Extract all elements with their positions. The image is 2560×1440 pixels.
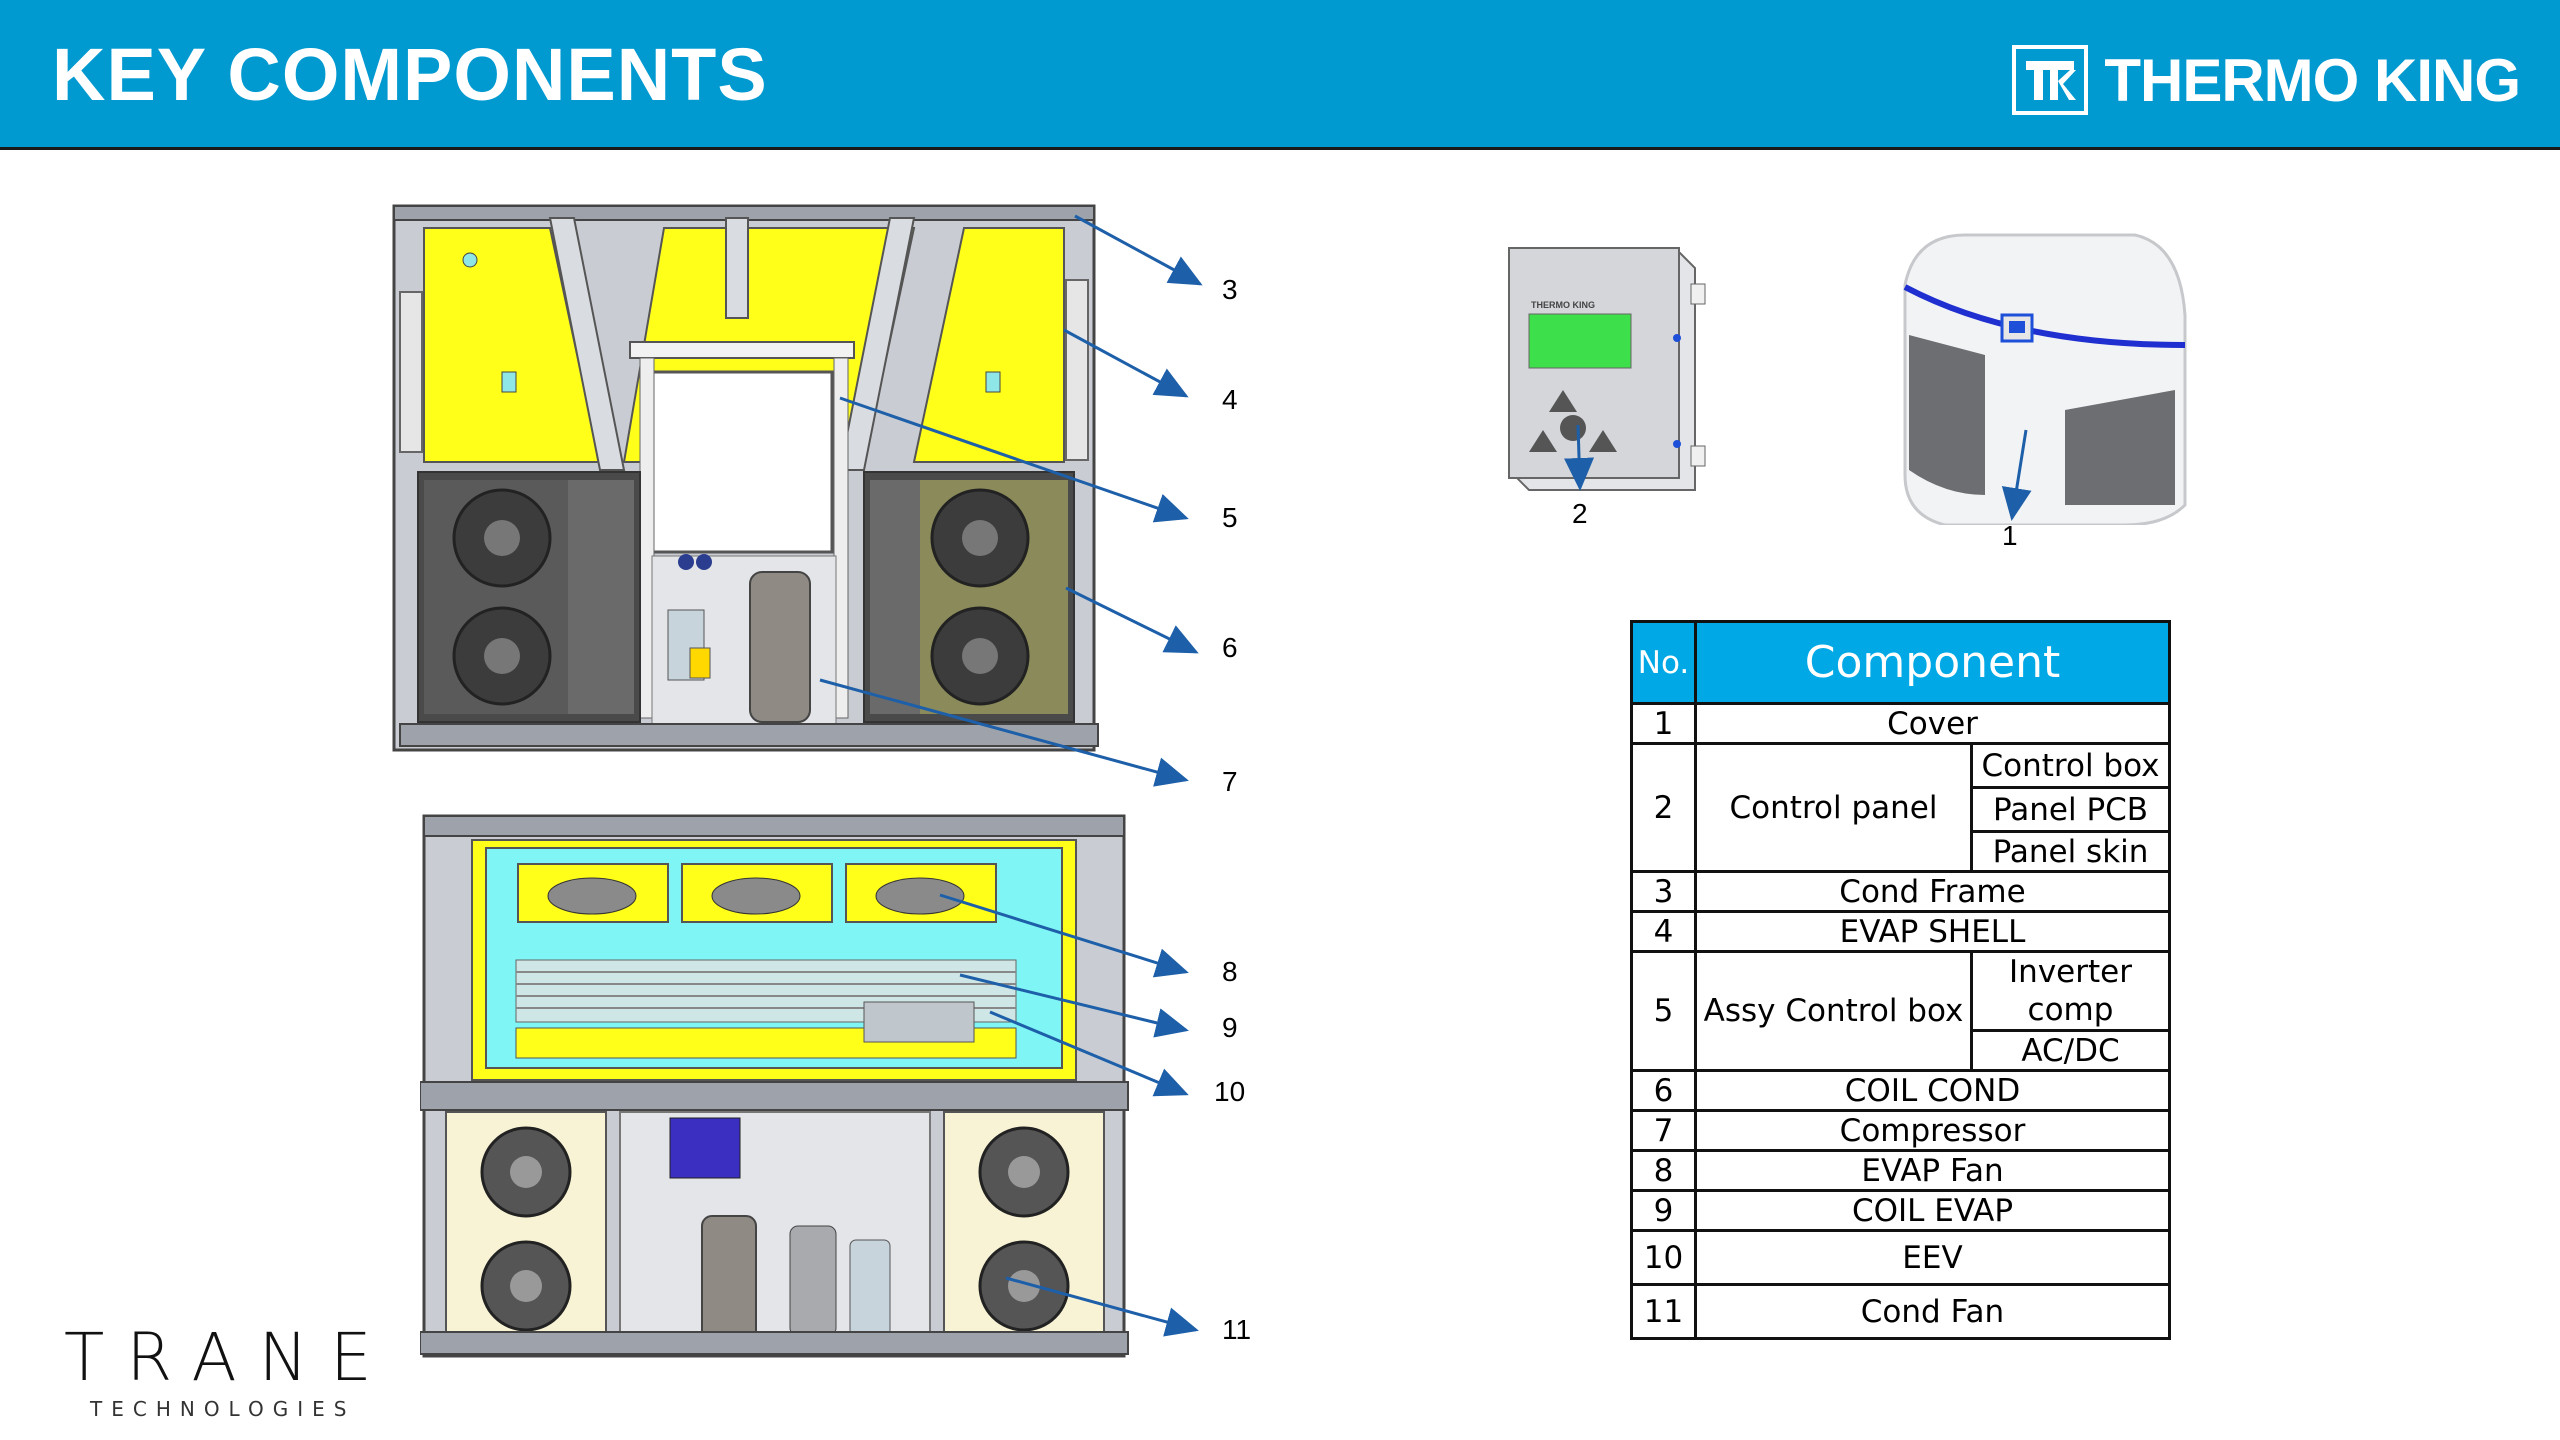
unit-top-view-drawing bbox=[392, 204, 1099, 752]
row-component: COIL COND bbox=[1694, 1069, 2171, 1112]
table-header-row: No. Component bbox=[1630, 620, 2171, 705]
row-component: Cond Frame bbox=[1694, 870, 2171, 913]
components-table: No. Component 1 Cover 2 Control panel Co… bbox=[1630, 620, 2171, 1340]
callout-2: 2 bbox=[1572, 498, 1588, 529]
table-row: 8 EVAP Fan bbox=[1630, 1149, 2171, 1192]
coil-cond-left bbox=[417, 471, 641, 723]
page-title: KEY COMPONENTS bbox=[52, 33, 768, 116]
row-no: 8 bbox=[1630, 1149, 1697, 1192]
display-screen bbox=[1528, 313, 1632, 369]
row-no: 9 bbox=[1630, 1189, 1697, 1232]
row-component: EVAP Fan bbox=[1694, 1149, 2171, 1192]
arrow-11 bbox=[1005, 1276, 1199, 1337]
table-row: Panel PCB bbox=[1632, 786, 2171, 833]
arrow-9 bbox=[959, 973, 1189, 1038]
compressor bbox=[749, 571, 811, 723]
table-row: 11 Cond Fan bbox=[1630, 1283, 2171, 1340]
arrow-7 bbox=[819, 678, 1189, 787]
table-row: 5 Assy Control box Inverter comp bbox=[1630, 950, 2171, 1072]
evap-fan-row bbox=[517, 863, 997, 923]
row-component: EVAP SHELL bbox=[1694, 910, 2171, 953]
row-part: AC/DC bbox=[1970, 1029, 2171, 1072]
table-row: 3 Cond Frame bbox=[1630, 870, 2171, 913]
table-row: 6 COIL COND bbox=[1630, 1069, 2171, 1112]
callout-11: 11 bbox=[1222, 1314, 1252, 1345]
callout-3: 3 bbox=[1222, 274, 1238, 305]
row-no: 5 bbox=[1630, 950, 1697, 1072]
arrow-5 bbox=[839, 396, 1189, 523]
table-row: 7 Compressor bbox=[1630, 1109, 2171, 1152]
arrow-6 bbox=[1065, 586, 1199, 654]
header-bar: KEY COMPONENTS THERMO KING bbox=[0, 0, 2560, 150]
unit-bottom-view-drawing bbox=[420, 814, 1129, 1358]
trane-technologies-logo: TRANE TECHNOLOGIES bbox=[64, 1319, 394, 1422]
row-component: Cond Fan bbox=[1694, 1283, 2171, 1340]
thermo-king-logo-icon bbox=[2012, 45, 2089, 115]
row-no: 7 bbox=[1630, 1109, 1697, 1152]
row-part: Panel PCB bbox=[1970, 786, 2171, 833]
table-row: 1 Cover bbox=[1630, 702, 2171, 745]
evap-shell-right bbox=[912, 227, 1065, 463]
trane-subtitle: TECHNOLOGIES bbox=[90, 1397, 356, 1421]
arrow-3 bbox=[1074, 214, 1203, 286]
table-row: 4 EVAP SHELL bbox=[1630, 910, 2171, 953]
row-no: 6 bbox=[1630, 1069, 1697, 1112]
row-no: 4 bbox=[1630, 910, 1697, 953]
row-component: EEV bbox=[1694, 1229, 2171, 1286]
assy-control-box bbox=[650, 370, 834, 554]
callout-10: 10 bbox=[1214, 1076, 1246, 1107]
table-row: 2 Control panel Control box bbox=[1630, 742, 2171, 873]
brand-name: THERMO KING bbox=[2104, 46, 2521, 114]
row-component: Cover bbox=[1694, 702, 2171, 745]
row-part: Control box bbox=[1970, 742, 2171, 789]
header-component: Component bbox=[1694, 620, 2171, 705]
row-component: Control panel bbox=[1694, 742, 1973, 873]
cond-fans bbox=[445, 1111, 1105, 1349]
table-row: 10 EEV bbox=[1630, 1229, 2171, 1286]
callout-7: 7 bbox=[1222, 766, 1238, 797]
table-row: Panel skin bbox=[1632, 830, 2171, 873]
callout-1: 1 bbox=[2002, 520, 2018, 551]
callout-5: 5 bbox=[1222, 502, 1238, 533]
coil-cond-right bbox=[863, 471, 1075, 723]
row-no: 1 bbox=[1630, 702, 1697, 745]
control-box-drawing: THERMO KING bbox=[1508, 247, 1706, 491]
table-row: 9 COIL EVAP bbox=[1630, 1189, 2171, 1232]
row-part: Inverter comp bbox=[1970, 950, 2171, 1032]
row-component: Assy Control box bbox=[1694, 950, 1973, 1072]
callout-6: 6 bbox=[1222, 632, 1238, 663]
arrow-2 bbox=[1564, 424, 1595, 491]
row-component: COIL EVAP bbox=[1694, 1189, 2171, 1232]
callout-8: 8 bbox=[1222, 956, 1238, 987]
arrow-8 bbox=[939, 893, 1189, 978]
eev bbox=[863, 1001, 975, 1043]
row-no: 10 bbox=[1630, 1229, 1697, 1286]
arrow-1 bbox=[2001, 429, 2032, 521]
table-row: AC/DC bbox=[1632, 1029, 2171, 1072]
cover-drawing bbox=[1903, 233, 2187, 525]
row-no: 3 bbox=[1630, 870, 1697, 913]
arrow-4 bbox=[1063, 328, 1189, 398]
trane-wordmark: TRANE bbox=[64, 1319, 394, 1396]
arrow-10 bbox=[989, 1010, 1189, 1097]
row-no: 2 bbox=[1630, 742, 1697, 873]
row-part: Panel skin bbox=[1970, 830, 2171, 873]
device-brand-label: THERMO KING bbox=[1531, 300, 1595, 310]
callout-4: 4 bbox=[1222, 384, 1238, 415]
thermo-king-brand: THERMO KING bbox=[2012, 40, 2521, 120]
row-component: Compressor bbox=[1694, 1109, 2171, 1152]
row-no: 11 bbox=[1630, 1283, 1697, 1340]
callout-9: 9 bbox=[1222, 1012, 1238, 1043]
header-no: No. bbox=[1630, 620, 1697, 705]
